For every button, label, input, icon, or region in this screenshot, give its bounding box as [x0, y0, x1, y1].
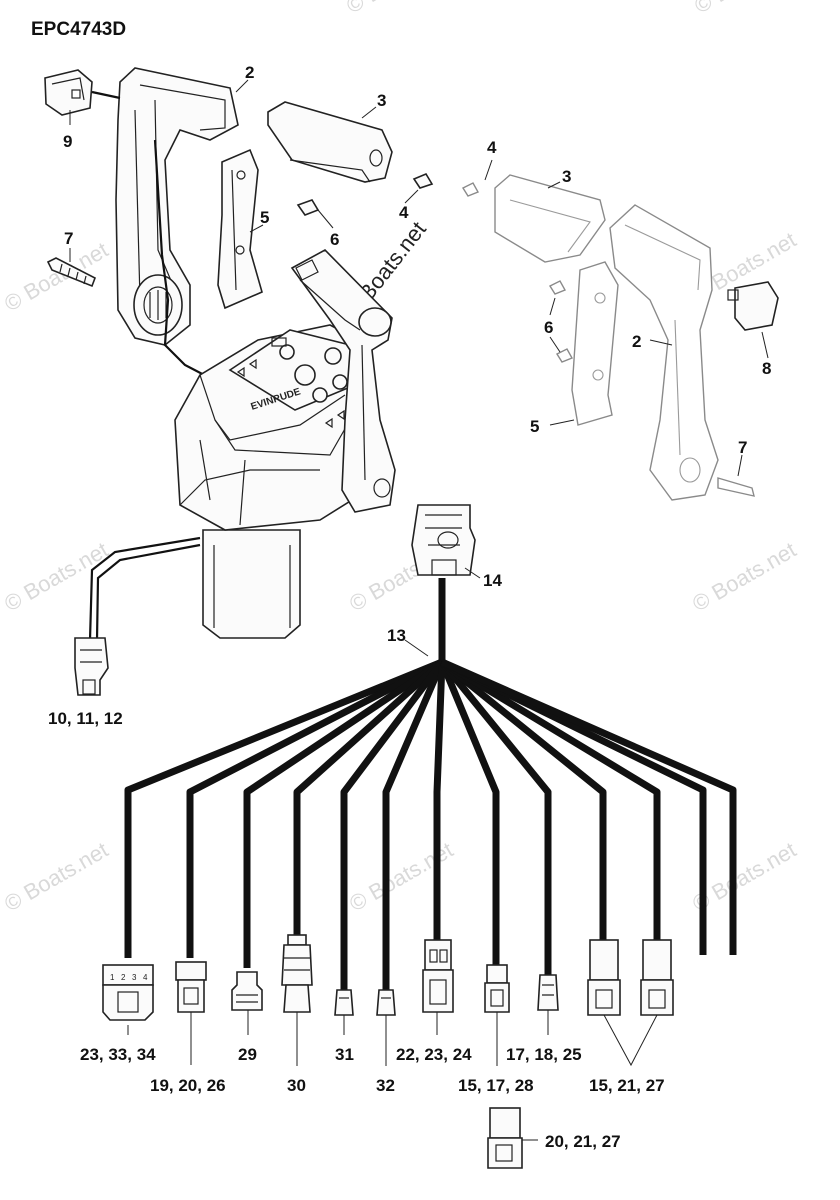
- pin-number: 4: [143, 973, 148, 982]
- connector-15-21-27-a: [587, 939, 621, 1016]
- label-part-14: 14: [483, 571, 502, 590]
- label-part-4-right: 4: [487, 138, 497, 157]
- label-part-2-left: 2: [245, 63, 254, 82]
- label-parts-10-11-12: 10, 11, 12: [48, 709, 123, 728]
- connector-15-21-27-b: [640, 939, 674, 1016]
- label-part-6-right: 6: [544, 318, 553, 337]
- bolt-7-left: [46, 257, 96, 288]
- label-part-7-left: 7: [64, 229, 73, 248]
- label-31: 31: [335, 1045, 354, 1064]
- label-15-17-28: 15, 17, 28: [458, 1076, 534, 1095]
- screw-6-left: [296, 199, 320, 216]
- label-part-2-right: 2: [632, 332, 641, 351]
- connector-20-21-27: [487, 1107, 523, 1169]
- pin-number: 2: [121, 973, 126, 982]
- screw-4-top: [412, 172, 434, 189]
- handle-cable: [153, 139, 211, 379]
- label-17-18-25: 17, 18, 25: [506, 1045, 582, 1064]
- switch-8-right: [727, 281, 779, 331]
- lever-assembled: [290, 249, 396, 513]
- pin-number: 1: [110, 973, 115, 982]
- label-30: 30: [287, 1076, 306, 1095]
- label-part-5-right: 5: [530, 417, 539, 436]
- connector-32: [376, 989, 396, 1016]
- label-part-7-right: 7: [738, 438, 747, 457]
- connector-labels: 23, 33, 34 29 22, 23, 24 17, 18, 25 19, …: [80, 1045, 665, 1151]
- connector-4pin: 1 2 3 4: [102, 964, 154, 1021]
- watermark: © Boats.net: [342, 0, 454, 18]
- watermark: © Boats.net: [0, 837, 112, 916]
- leader-lines: [69, 79, 769, 1141]
- label-20-21-27: 20, 21, 27: [545, 1132, 621, 1151]
- label-29: 29: [238, 1045, 257, 1064]
- label-part-9: 9: [63, 132, 72, 151]
- base-harness: [74, 536, 201, 696]
- pin-number: 3: [132, 973, 137, 982]
- label-22-23-24: 22, 23, 24: [396, 1045, 472, 1064]
- label-part-6-left: 6: [330, 230, 339, 249]
- handle-arm-left: [115, 67, 239, 346]
- handle-insert-right: [571, 261, 619, 426]
- label-part-3-right: 3: [562, 167, 571, 186]
- label-part-13: 13: [387, 626, 406, 645]
- handle-cover-right: [494, 174, 606, 263]
- part-labels: 2 3 9 5 6 7 4 4 3 6 2 8 5 7 14 13 10, 11…: [48, 63, 771, 728]
- label-part-3-top: 3: [377, 91, 386, 110]
- harness-connector-14: [411, 504, 476, 576]
- connector-15-17-28: [484, 964, 510, 1013]
- watermark: © Boats.net: [690, 0, 802, 18]
- connector-19-20-26: [175, 961, 207, 1013]
- connector-30: [281, 934, 313, 1013]
- connector-29: [231, 971, 263, 1011]
- watermark: © Boats.net: [0, 537, 112, 616]
- connector-31: [334, 989, 354, 1016]
- connector-22-23-24: [422, 939, 454, 1013]
- label-part-8: 8: [762, 359, 771, 378]
- diagram-code: EPC4743D: [31, 19, 126, 40]
- control-base: EVINRUDE: [174, 324, 373, 639]
- label-part-5-left: 5: [260, 208, 269, 227]
- connector-17-18-25: [537, 974, 559, 1011]
- bolt-7-right: [717, 477, 755, 497]
- watermark: © Boats.net: [0, 237, 112, 316]
- label-32: 32: [376, 1076, 395, 1095]
- harness-wires: [124, 658, 737, 990]
- handle-insert-left: [217, 148, 263, 310]
- label-part-4-top: 4: [399, 203, 409, 222]
- label-15-21-27: 15, 21, 27: [589, 1076, 665, 1095]
- watermark: © Boats.net: [688, 537, 800, 616]
- handle-cover-top: [267, 101, 393, 183]
- trim-switch-left: [44, 69, 121, 116]
- screws-right: [461, 182, 573, 363]
- handle-arm-right: [609, 204, 719, 501]
- label-19-20-26: 19, 20, 26: [150, 1076, 226, 1095]
- label-23-33-34: 23, 33, 34: [80, 1045, 156, 1064]
